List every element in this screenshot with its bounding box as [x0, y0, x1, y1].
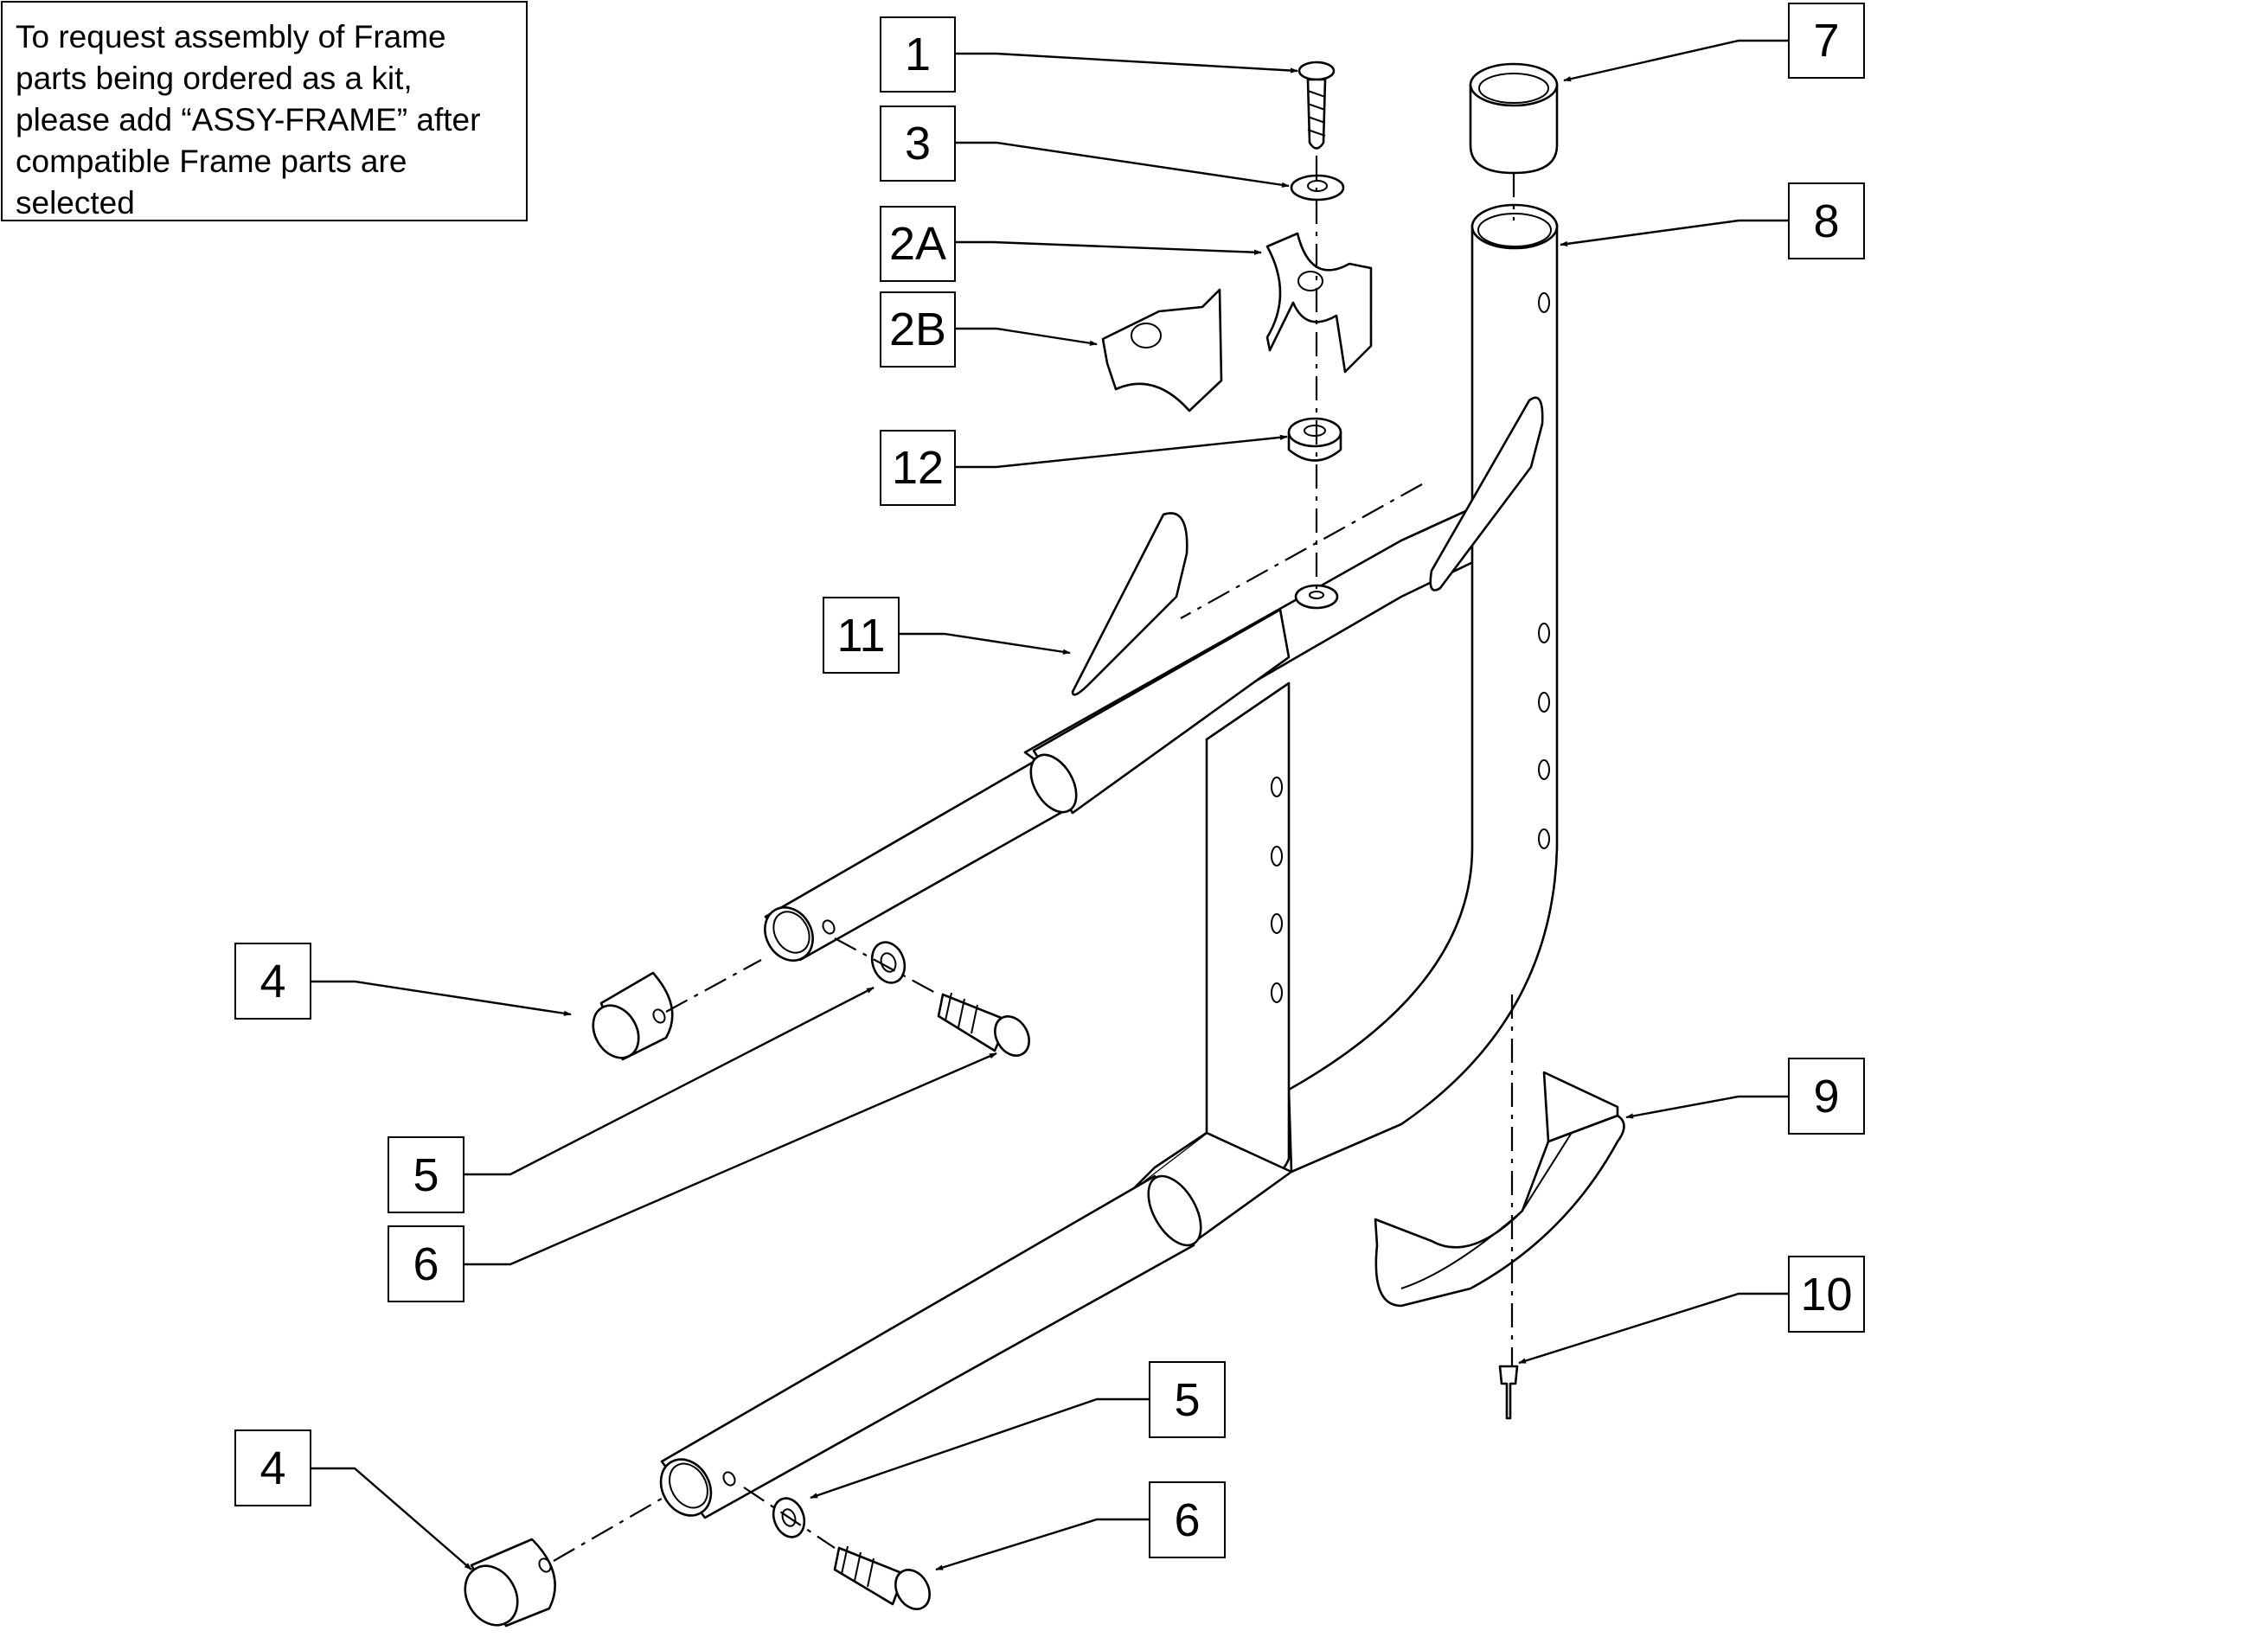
end-cap-lower: [464, 1538, 556, 1628]
callout-3: 3: [880, 106, 956, 182]
top-cap: [1469, 62, 1559, 175]
note-line: selected: [16, 185, 135, 221]
callout-5-upper: 5: [388, 1136, 464, 1213]
callout-11: 11: [823, 597, 900, 674]
clamp-block-2b: [1101, 288, 1223, 412]
end-cap-upper: [592, 971, 674, 1061]
frame-upright-tube: [1287, 203, 1559, 1174]
bolt-6-lower: [833, 1545, 931, 1610]
callout-10: 10: [1788, 1256, 1865, 1333]
callout-5-lower: 5: [1149, 1361, 1226, 1438]
callout-1: 1: [880, 16, 956, 93]
clamp-block-2a: [1265, 232, 1373, 374]
callout-7: 7: [1788, 3, 1865, 79]
callout-4-upper: 4: [234, 943, 311, 1020]
bolt-6-upper: [937, 992, 1030, 1057]
frame-lower-tube: [659, 1131, 1293, 1519]
frame-vertical-strut: [1205, 681, 1291, 1174]
callout-8: 8: [1788, 182, 1865, 259]
callout-4-lower: 4: [234, 1429, 311, 1506]
note-line: parts being ordered as a kit,: [16, 61, 413, 96]
callout-6-upper: 6: [388, 1225, 464, 1302]
callout-2a: 2A: [880, 206, 956, 282]
rivet-10: [1498, 1365, 1519, 1420]
note-line: compatible Frame parts are: [16, 144, 407, 179]
assembly-note: To request assembly of Frame parts being…: [1, 1, 528, 221]
note-line: please add “ASSY-FRAME” after: [16, 102, 481, 138]
callout-6-lower: 6: [1149, 1481, 1226, 1558]
washer-5-upper: [870, 941, 907, 984]
callout-2b: 2B: [880, 291, 956, 368]
assembly-center-lines: [553, 156, 1515, 1562]
callout-9: 9: [1788, 1058, 1865, 1135]
side-guard-plate: [1071, 396, 1544, 696]
foot-plate: [1374, 1071, 1625, 1308]
callout-12: 12: [880, 430, 956, 506]
note-line: To request assembly of Frame: [16, 19, 446, 54]
top-screw: [1297, 61, 1336, 150]
seat-rail-inner-tube: [764, 753, 1078, 962]
spacer-12: [1287, 417, 1342, 462]
